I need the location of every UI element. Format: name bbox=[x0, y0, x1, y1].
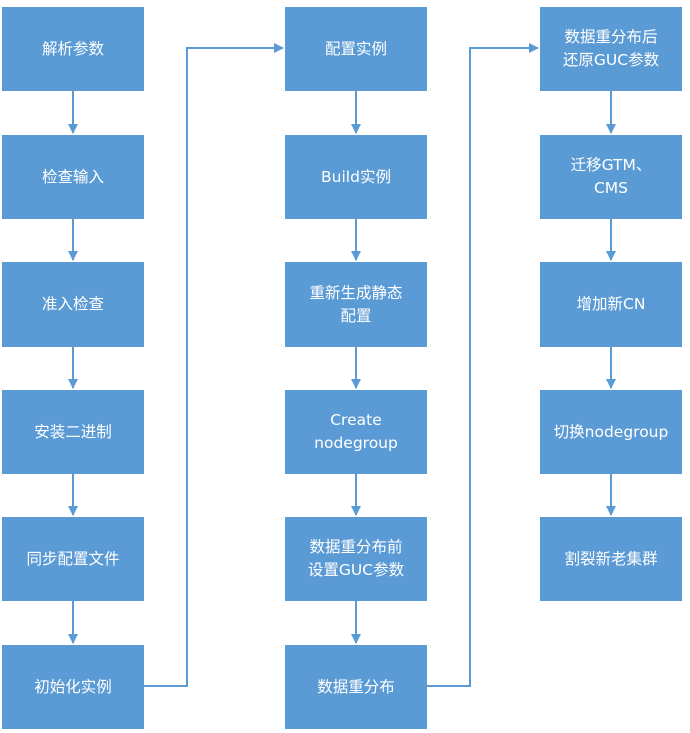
step-init-instance: 初始化实例 bbox=[2, 645, 144, 729]
step-add-new-cn: 增加新CN bbox=[540, 262, 682, 347]
step-create-nodegroup: Create nodegroup bbox=[285, 390, 427, 474]
connector-c1-c2 bbox=[144, 43, 284, 687]
step-install-binary: 安装二进制 bbox=[2, 390, 144, 474]
step-restore-guc-after-redistribution: 数据重分布后 还原GUC参数 bbox=[540, 7, 682, 91]
connector-c2-c3 bbox=[427, 43, 539, 687]
step-set-guc-before-redistribution: 数据重分布前 设置GUC参数 bbox=[285, 517, 427, 601]
step-check-input: 检查输入 bbox=[2, 135, 144, 219]
step-migrate-gtm-cms: 迁移GTM、 CMS bbox=[540, 135, 682, 219]
step-data-redistribution: 数据重分布 bbox=[285, 645, 427, 729]
step-switch-nodegroup: 切换nodegroup bbox=[540, 390, 682, 474]
step-admission-check: 准入检查 bbox=[2, 262, 144, 347]
step-split-old-new-cluster: 割裂新老集群 bbox=[540, 517, 682, 601]
step-build-instance: Build实例 bbox=[285, 135, 427, 219]
step-regenerate-static-config: 重新生成静态 配置 bbox=[285, 262, 427, 347]
step-parse-params: 解析参数 bbox=[2, 7, 144, 91]
step-sync-config: 同步配置文件 bbox=[2, 517, 144, 601]
step-configure-instance: 配置实例 bbox=[285, 7, 427, 91]
